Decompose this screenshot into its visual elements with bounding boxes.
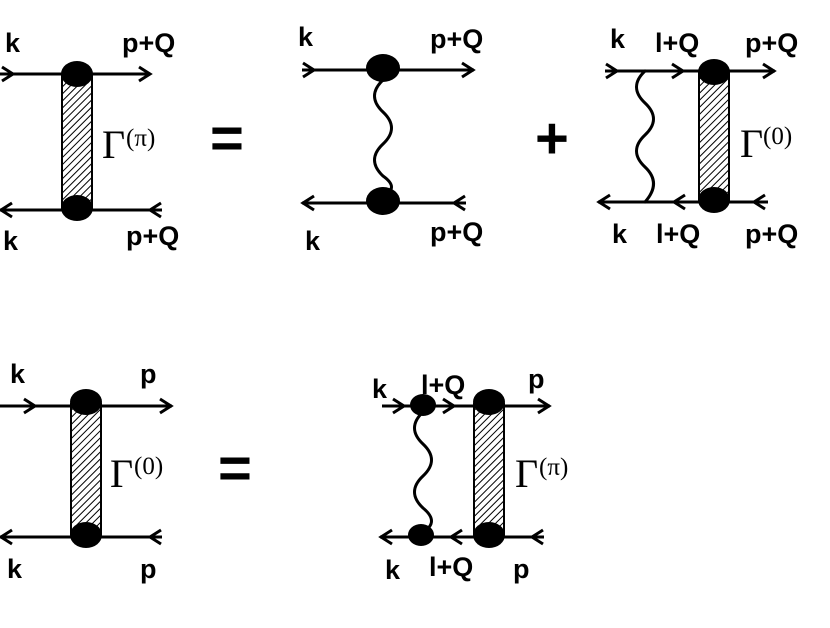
arrow-left-icon [451, 194, 466, 212]
gamma-symbol: Γ [102, 122, 125, 167]
wavy-interaction-line [373, 78, 393, 198]
arrow-right-icon [159, 397, 174, 415]
gamma-superscript: (0) [134, 453, 163, 480]
gamma-symbol: Γ [515, 451, 538, 496]
arrow-right-icon [302, 61, 317, 79]
arrow-right-icon [461, 61, 476, 79]
label-p-plus-q: p+Q [430, 217, 483, 247]
label-p-plus-q: p+Q [745, 219, 798, 249]
eq2-lhs-diagram: k p k p Γ (0) [0, 359, 174, 584]
vertex-dot [408, 524, 434, 546]
arrow-right-icon [392, 397, 407, 415]
arrow-right-icon [138, 65, 153, 83]
label-p-plus-q: p+Q [122, 28, 175, 58]
label-k: k [372, 374, 388, 404]
arrow-left-icon [147, 528, 162, 546]
gamma-superscript: (π) [126, 125, 155, 152]
label-l-plus-q: l+Q [421, 370, 465, 400]
label-k: k [10, 359, 26, 389]
arrow-right-icon [537, 397, 552, 415]
gamma-superscript: (π) [539, 454, 568, 481]
arrow-left-icon [596, 193, 611, 211]
label-p-plus-q: p+Q [745, 28, 798, 58]
arrow-right-icon [762, 62, 777, 80]
label-p-plus-q: p+Q [430, 24, 483, 54]
wavy-interaction-line [635, 69, 655, 204]
label-p: p [140, 359, 157, 389]
label-k: k [385, 555, 401, 585]
arrow-left-icon [751, 193, 766, 211]
arrow-left-icon [529, 528, 544, 546]
vertex-dot [366, 54, 400, 82]
eq1-term2-diagram: k l+Q p+Q k l+Q p+Q Γ (0) [596, 24, 798, 249]
label-l-plus-q: l+Q [656, 219, 700, 249]
equation-1: k p+Q k p+Q Γ (π) = k p+Q k p+Q + [0, 22, 798, 256]
eq1-term1-diagram: k p+Q k p+Q [298, 22, 483, 256]
arrow-right-icon [442, 397, 457, 415]
label-k: k [612, 219, 628, 249]
vertex-dot [473, 522, 505, 548]
vertex-dot [61, 61, 93, 87]
arrow-left-icon [448, 528, 463, 546]
label-k: k [305, 226, 321, 256]
vertex-dot [61, 195, 93, 221]
vertex-dot [473, 389, 505, 415]
equals-sign: = [218, 436, 252, 501]
arrow-left-icon [147, 201, 162, 219]
label-p-plus-q: p+Q [126, 221, 179, 251]
arrow-right-icon [1, 65, 16, 83]
wavy-interaction-line [413, 410, 433, 534]
gamma-vertex-bar [61, 73, 93, 211]
vertex-dot [70, 389, 102, 415]
label-p: p [140, 554, 157, 584]
label-l-plus-q: l+Q [655, 28, 699, 58]
arrow-left-icon [671, 193, 686, 211]
label-k: k [610, 24, 626, 54]
label-l-plus-q: l+Q [429, 552, 473, 582]
arrow-left-icon [0, 528, 13, 546]
arrow-right-icon [671, 62, 686, 80]
arrow-right-icon [23, 397, 38, 415]
gamma-vertex-bar [70, 403, 102, 535]
label-k: k [298, 22, 314, 52]
label-p: p [528, 364, 545, 394]
label-k: k [7, 554, 23, 584]
vertex-dot [70, 522, 102, 548]
label-p: p [513, 554, 530, 584]
eq1-lhs-diagram: k p+Q k p+Q Γ (π) [0, 28, 179, 256]
vertex-dot [698, 187, 730, 213]
gamma-superscript: (0) [763, 123, 792, 150]
arrow-right-icon [605, 62, 620, 80]
equals-sign: = [210, 106, 244, 171]
arrow-left-icon [0, 201, 13, 219]
equation-2: k p k p Γ (0) = k l+Q p k [0, 359, 568, 585]
gamma-vertex-bar [698, 71, 730, 201]
gamma-symbol: Γ [110, 451, 133, 496]
vertex-dot [410, 394, 436, 416]
arrow-left-icon [378, 528, 393, 546]
plus-sign: + [535, 106, 569, 171]
gamma-vertex-bar [473, 403, 505, 535]
gamma-symbol: Γ [740, 121, 763, 166]
eq2-rhs-diagram: k l+Q p k l+Q p Γ (π) [372, 364, 568, 585]
vertex-dot [366, 187, 400, 215]
label-k: k [3, 226, 19, 256]
vertex-dot [698, 59, 730, 85]
label-k: k [5, 28, 21, 58]
arrow-left-icon [300, 194, 315, 212]
